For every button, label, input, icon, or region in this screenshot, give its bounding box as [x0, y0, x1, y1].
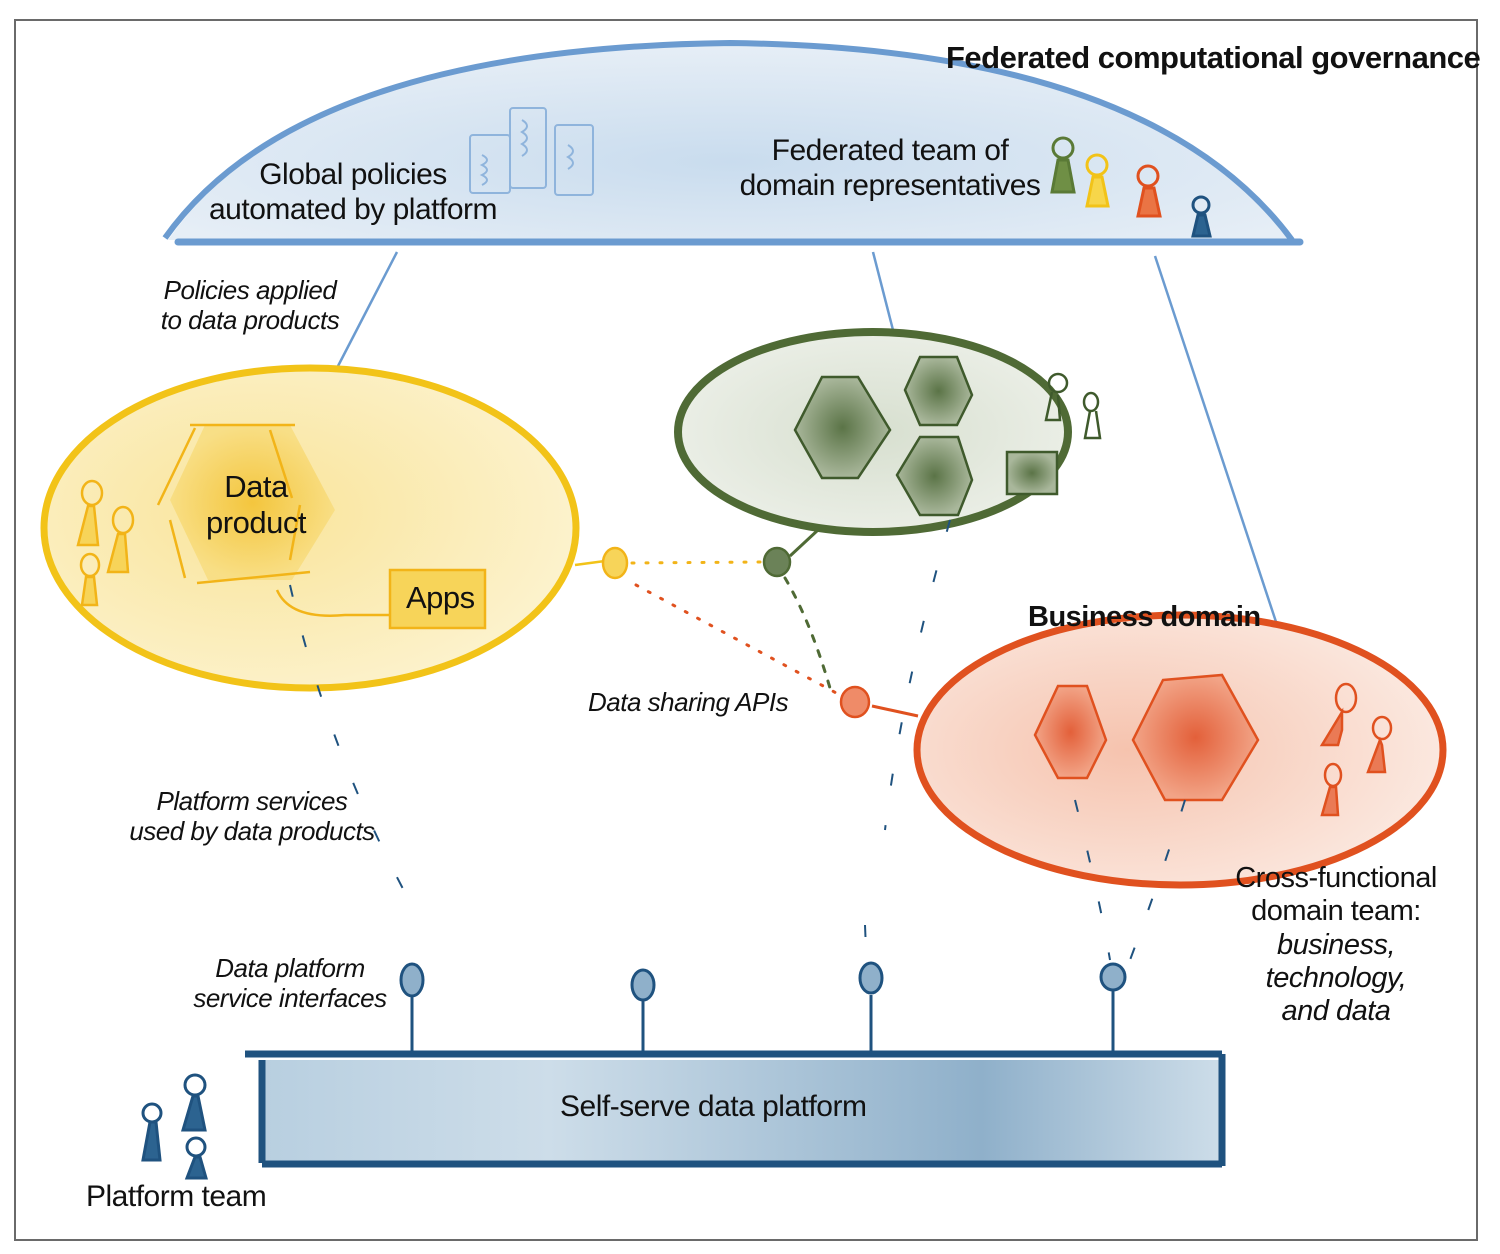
policies-applied-line-2: to data products [160, 304, 340, 335]
team-line-2: domain team: [1251, 895, 1421, 928]
cross-functional-team-label: Cross-functional domain team: business, … [1220, 862, 1452, 1029]
governance-connectors [335, 251, 1285, 644]
yellow-domain [40, 364, 629, 692]
platform-team-people-icon [141, 1073, 208, 1180]
governance-dome [162, 39, 1304, 246]
service-interfaces-line-1: Data platform [215, 953, 365, 983]
service-interfaces [399, 961, 1127, 1052]
platform-services-line-1: Platform services [156, 786, 348, 816]
team-role-data: and data [1281, 995, 1391, 1028]
data-sharing-connections [630, 560, 842, 697]
federated-team-people-icon [1050, 136, 1212, 238]
business-domain [839, 611, 1447, 889]
green-domain [674, 328, 1102, 578]
data-product-label: Data product [186, 469, 326, 540]
apps-label: Apps [406, 580, 475, 615]
business-domain-title: Business domain [1028, 601, 1261, 633]
platform-services-line-2: used by data products [129, 815, 375, 846]
figure-frame [14, 19, 1478, 1241]
team-line-1: Cross-functional [1235, 862, 1437, 894]
platform-box [245, 1050, 1226, 1168]
federated-team-label: Federated team of domain representatives [730, 134, 1050, 203]
global-policies-label: Global policies automated by platform [198, 158, 508, 227]
platform-service-links [289, 519, 1186, 961]
policies-applied-line-1: Policies applied [163, 275, 337, 305]
service-interfaces-annotation: Data platform service interfaces [180, 953, 400, 1014]
platform-services-annotation: Platform services used by data products [112, 786, 392, 847]
global-policies-line-2: automated by platform [209, 192, 498, 226]
federated-team-line-1: Federated team of [771, 134, 1009, 167]
service-interfaces-line-2: service interfaces [193, 982, 387, 1013]
platform-team-label: Platform team [86, 1180, 267, 1213]
federated-team-line-2: domain representatives [739, 168, 1041, 202]
policy-documents-icon [469, 107, 594, 196]
data-product-line-1: Data [224, 469, 288, 504]
data-product-line-2: product [206, 504, 306, 540]
global-policies-line-1: Global policies [259, 158, 447, 191]
team-role-business: business, [1276, 928, 1396, 961]
data-sharing-apis-annotation: Data sharing APIs [588, 687, 789, 717]
governance-title: Federated computational governance [946, 40, 1481, 75]
platform-label: Self-serve data platform [560, 1090, 867, 1123]
policies-applied-annotation: Policies applied to data products [140, 275, 360, 336]
team-role-technology: technology, [1265, 962, 1407, 995]
